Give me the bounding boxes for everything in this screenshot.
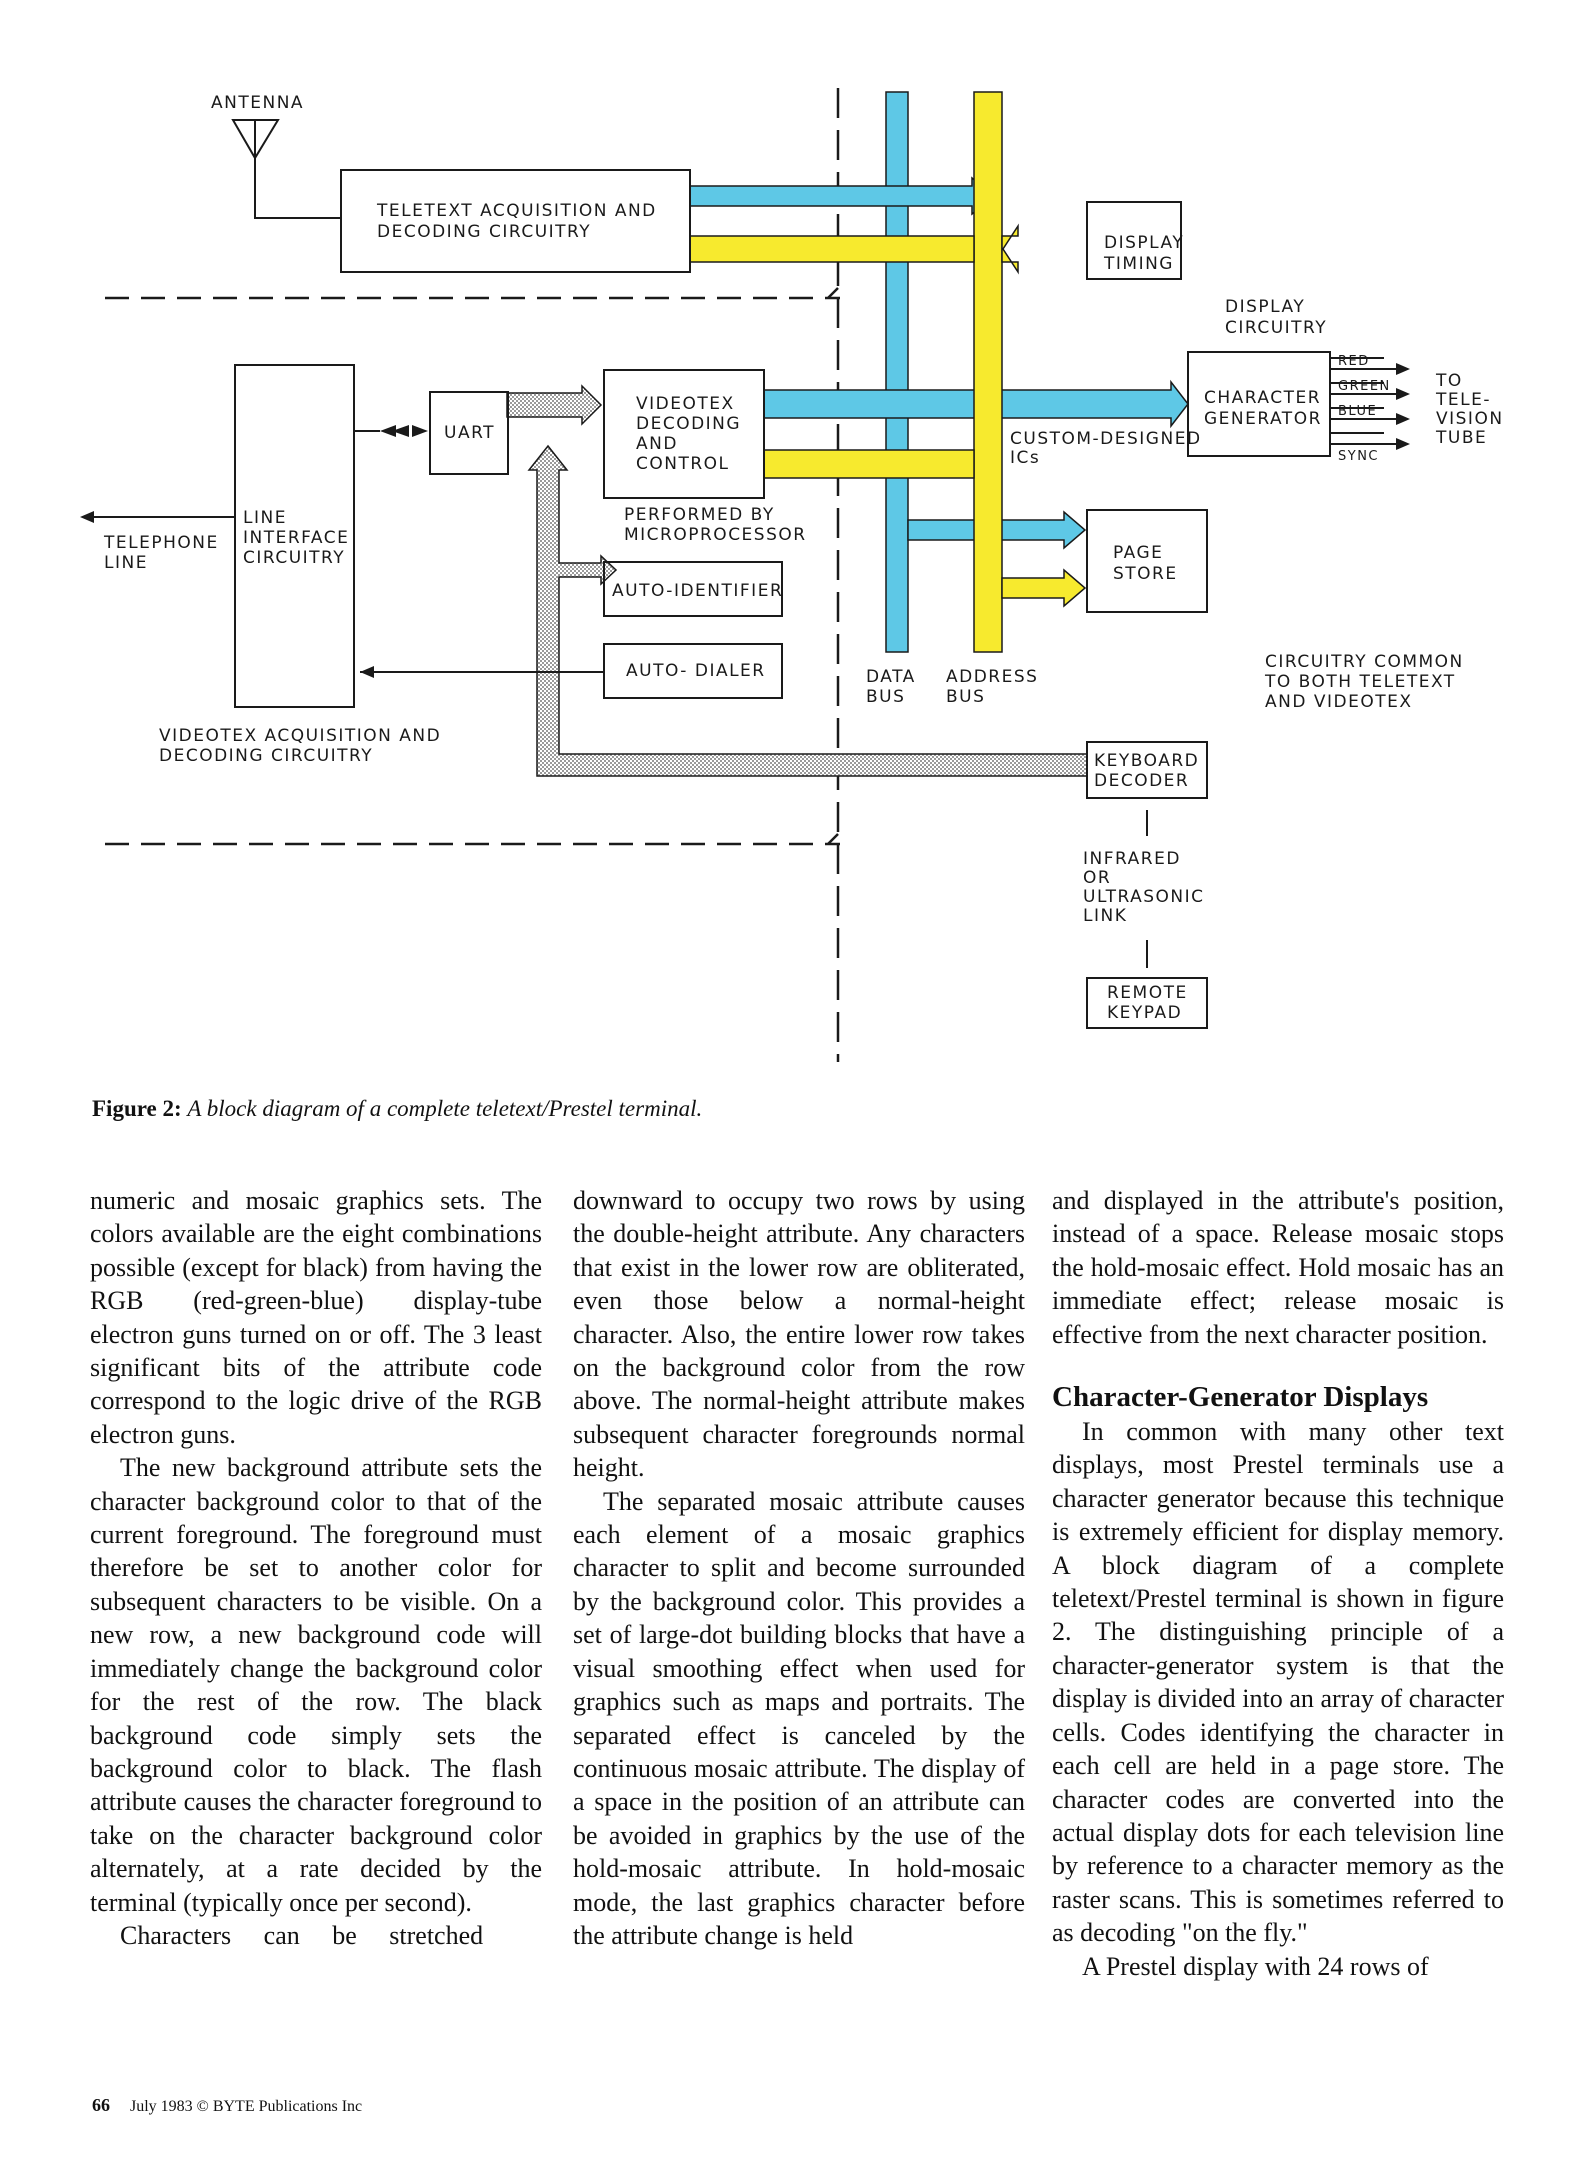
uart-block	[429, 391, 509, 475]
paragraph: The separated mosaic attribute causes ea…	[573, 1486, 1025, 1950]
figure-caption: Figure 2: A block diagram of a complete …	[92, 1096, 1392, 1122]
paragraph: and displayed in the attribute's positio…	[1052, 1186, 1504, 1349]
videotex-decoding-block	[603, 369, 765, 499]
auto-dialer-label: AUTO- DIALER	[626, 661, 766, 681]
antenna-icon	[231, 119, 341, 219]
paragraph: numeric and mosaic graphics sets. The co…	[90, 1186, 542, 1449]
section-heading: Character-Generator Displays	[1052, 1381, 1429, 1414]
display-timing-block	[1086, 201, 1182, 280]
page-footer: 66 July 1983 © BYTE Publications Inc	[92, 2095, 362, 2116]
figure-caption-text: A block diagram of a complete teletext/P…	[187, 1096, 703, 1121]
block-diagram: ANTENNA	[80, 88, 1504, 1062]
character-generator-block	[1187, 351, 1331, 457]
teletext-acquisition-block	[340, 169, 691, 273]
article-column-1: numeric and mosaic graphics sets. The co…	[90, 1184, 542, 1952]
publication-credit: July 1983 © BYTE Publications Inc	[130, 2098, 363, 2115]
article-column-2: downward to occupy two rows by using the…	[573, 1184, 1025, 1952]
paragraph: A Prestel display with 24 rows of	[1082, 1951, 1429, 1981]
auto-identifier-label: AUTO-IDENTIFIER	[612, 581, 783, 601]
page-number: 66	[92, 2095, 110, 2115]
auto-identifier-block	[603, 561, 783, 617]
keyboard-decoder-block	[1086, 741, 1208, 799]
page-store-block	[1086, 509, 1208, 613]
signal-red-label: RED	[1338, 354, 1370, 369]
remote-keypad-block	[1086, 977, 1208, 1029]
paragraph: Characters can be stretched	[120, 1920, 484, 1950]
signal-blue-label: BLUE	[1338, 404, 1377, 419]
paragraph: The new background attribute sets the ch…	[90, 1453, 542, 1917]
line-interface-block	[234, 364, 355, 708]
address-bus	[689, 91, 1087, 653]
antenna-label: ANTENNA	[211, 93, 304, 113]
uart-label: UART	[444, 423, 495, 443]
paragraph: In common with many other text displays,…	[1052, 1417, 1504, 1948]
figure-caption-label: Figure 2:	[92, 1096, 182, 1121]
signal-sync-label: SYNC	[1338, 449, 1379, 464]
paragraph: downward to occupy two rows by using the…	[573, 1186, 1025, 1483]
signal-green-label: GREEN	[1338, 379, 1391, 394]
article-column-3: and displayed in the attribute's positio…	[1052, 1184, 1504, 1983]
